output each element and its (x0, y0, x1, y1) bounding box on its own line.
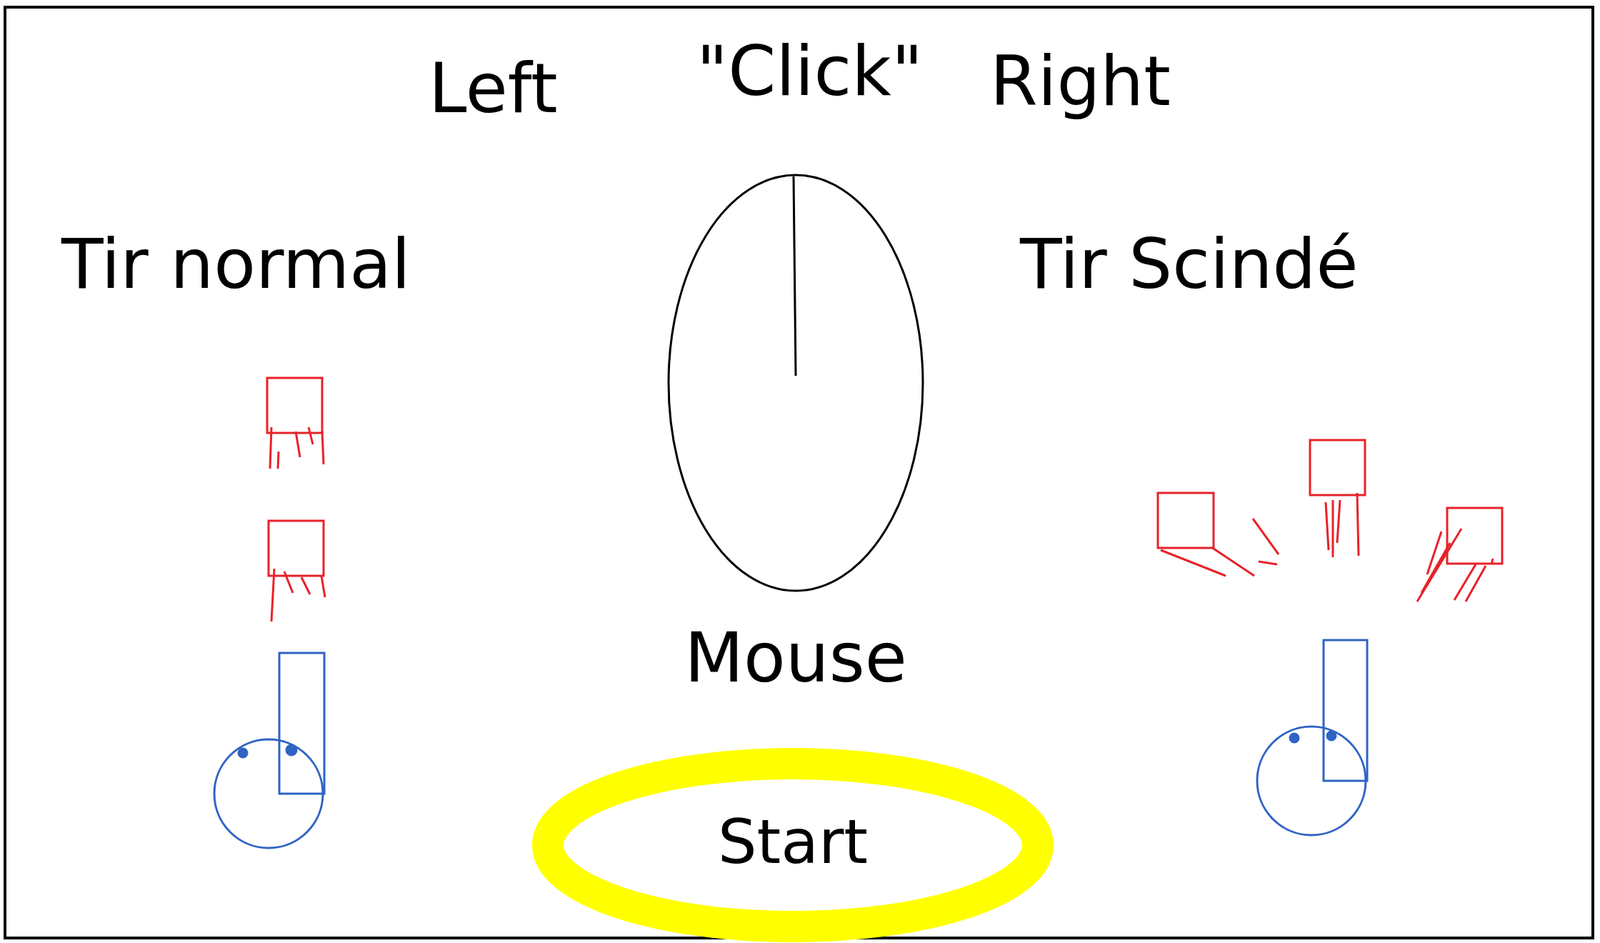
mouse-button-divider (793, 176, 796, 376)
cannon-dot (1327, 731, 1336, 740)
bullet-square (1310, 440, 1365, 495)
sketch-label: Tir normal (61, 227, 411, 303)
bullet-square (1157, 492, 1214, 548)
sketch-label: Tir Scindé (1020, 227, 1359, 303)
cannon-body (214, 739, 323, 848)
bullet-group-split (1157, 440, 1503, 602)
frame-border (5, 7, 1593, 938)
motion-lines (270, 427, 324, 469)
cannon-normal (214, 652, 325, 848)
cannon-body (1257, 726, 1366, 835)
motion-lines (271, 568, 325, 622)
bullet-square (1447, 507, 1503, 564)
motion-lines (1160, 518, 1279, 576)
motion-lines (1417, 528, 1493, 602)
motion-lines (1325, 492, 1359, 558)
sketch-label: Left (428, 51, 558, 128)
mouse-oval: Mouse (642, 173, 949, 717)
sketch-label: "Click" (696, 34, 923, 110)
bullet-square (267, 377, 323, 433)
cannon-dot (1290, 733, 1299, 743)
start-button: Start (532, 747, 1054, 943)
sketch-label: Right (990, 44, 1171, 120)
cannon-split (1257, 640, 1368, 835)
mouse-oval-outline (642, 173, 949, 594)
bullet-group-normal (267, 377, 325, 622)
node-text: Mouse (642, 623, 949, 693)
node-text: Start (532, 810, 1054, 873)
cannon-dot (286, 745, 297, 755)
mouse-oval-shape (668, 175, 923, 591)
cannon-dot (238, 748, 248, 758)
bullet-square (268, 520, 324, 576)
